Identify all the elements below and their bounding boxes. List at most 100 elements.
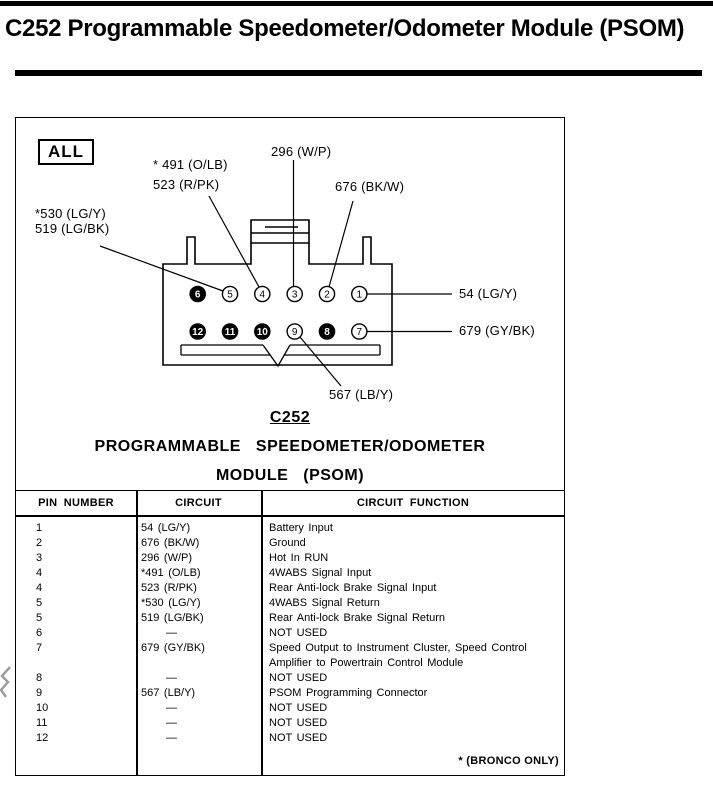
connector-name: C252 xyxy=(15,409,565,427)
table-row: 8 — NOT USED xyxy=(16,671,565,686)
wire-label-519: 519 (LG/BK) xyxy=(35,221,110,236)
pin-1-number: 1 xyxy=(357,290,363,301)
column-divider-2 xyxy=(261,491,263,775)
cell-circuit-function: 4WABS Signal Return xyxy=(269,597,380,609)
cell-pin-number: 11 xyxy=(36,717,48,729)
cell-circuit-function: NOT USED xyxy=(269,702,328,714)
cell-pin-number: 4 xyxy=(36,582,43,594)
cell-circuit: — xyxy=(166,732,177,744)
pin-11-circle xyxy=(221,323,239,340)
cell-circuit: — xyxy=(166,627,177,639)
pin-2-circle xyxy=(318,285,336,303)
pin-1-circle xyxy=(350,285,368,303)
table-row: 3 296 (W/P) Hot In RUN xyxy=(16,551,565,566)
cell-circuit: 54 (LG/Y) xyxy=(141,522,191,534)
all-badge: ALL xyxy=(38,139,94,165)
page-title: C252 Programmable Speedometer/Odometer M… xyxy=(5,15,685,42)
cell-circuit: *491 (O/LB) xyxy=(141,567,201,579)
cell-pin-number: 6 xyxy=(36,627,43,639)
cell-circuit-function: Rear Anti-lock Brake Signal Input xyxy=(269,582,437,594)
cell-pin-number: 4 xyxy=(36,567,43,579)
connector-outline xyxy=(162,219,393,368)
wire-label-491: * 491 (O/LB) xyxy=(153,157,228,172)
title-divider-rule xyxy=(15,70,702,76)
cell-circuit: *530 (LG/Y) xyxy=(141,597,201,609)
cell-pin-number: 5 xyxy=(36,612,43,624)
cell-circuit-function: Speed Output to Instrument Cluster, Spee… xyxy=(269,642,527,669)
cell-circuit: — xyxy=(166,672,177,684)
table-row: 4 *491 (O/LB) 4WABS Signal Input xyxy=(16,566,565,581)
wire-label-523: 523 (R/PK) xyxy=(153,177,220,192)
table-row: 1 54 (LG/Y) Battery Input xyxy=(16,521,565,536)
cell-circuit: — xyxy=(166,702,177,714)
pin-3-circle xyxy=(286,285,304,303)
pin-5-circle xyxy=(221,285,239,303)
connector-name-text: C252 xyxy=(269,409,311,426)
cell-circuit-function: Ground xyxy=(269,537,306,549)
cell-circuit: 523 (R/PK) xyxy=(141,582,197,594)
cell-circuit: 567 (LB/Y) xyxy=(141,687,196,699)
cell-circuit-function: NOT USED xyxy=(269,717,328,729)
cell-circuit-function: NOT USED xyxy=(269,672,328,684)
table-row: 5 519 (LG/BK) Rear Anti-lock Brake Signal … xyxy=(16,611,565,626)
top-black-bar xyxy=(0,1,713,6)
cell-pin-number: 12 xyxy=(36,732,49,744)
table-row: 5 *530 (LG/Y) 4WABS Signal Return xyxy=(16,596,565,611)
table-row: 2 676 (BK/W) Ground xyxy=(16,536,565,551)
wire-label-54: 54 (LG/Y) xyxy=(459,286,518,301)
cell-pin-number: 9 xyxy=(36,687,43,699)
pin-4-number: 4 xyxy=(260,290,266,301)
table-row: 12—NOT USED xyxy=(16,731,565,746)
cursor-artifact xyxy=(0,666,11,698)
cell-circuit: 296 (W/P) xyxy=(141,552,193,564)
cell-pin-number: 7 xyxy=(36,642,43,654)
cell-pin-number: 2 xyxy=(36,537,43,549)
pin-9-number: 9 xyxy=(292,327,298,338)
header-circuit: CIRCUIT xyxy=(175,497,222,509)
cell-circuit-function: Battery Input xyxy=(269,522,333,534)
table-body: 1 54 (LG/Y) Battery Input 2 676 (BK/W) Ground… xyxy=(16,517,565,746)
wire-label-530: *530 (LG/Y) xyxy=(35,206,106,221)
column-divider-1 xyxy=(136,491,138,775)
pin-8-circle xyxy=(318,323,336,340)
table-row: 6—NOT USED xyxy=(16,626,565,641)
table-row: 11 — NOT USED xyxy=(16,716,565,731)
cell-pin-number: 5 xyxy=(36,597,43,609)
pin-9-circle xyxy=(286,323,304,340)
caption-line-1: PROGRAMMABLE SPEEDOMETER/ODOMETER xyxy=(94,438,486,455)
cell-circuit-function: Hot In RUN xyxy=(269,552,329,564)
cell-pin-number: 10 xyxy=(36,702,49,714)
header-pin-number: PIN NUMBER xyxy=(38,497,114,509)
table-row: 10 — NOT USED xyxy=(16,701,565,716)
cell-circuit: — xyxy=(166,717,177,729)
cell-circuit: 519 (LG/BK) xyxy=(141,612,204,624)
pin-10-circle xyxy=(253,323,271,340)
pin-6-circle xyxy=(189,285,206,303)
pin-6-number: 6 xyxy=(195,290,201,301)
pin-12-number: 12 xyxy=(192,327,204,338)
header-circuit-function: CIRCUIT FUNCTION xyxy=(356,497,470,509)
table-header-row: PIN NUMBER CIRCUIT CIRCUIT FUNCTION xyxy=(16,491,565,517)
cell-circuit: 676 (BK/W) xyxy=(141,537,200,549)
pin-10-number: 10 xyxy=(257,327,269,338)
pin-11-number: 11 xyxy=(225,327,236,338)
cell-circuit-function: 4WABS Signal Input xyxy=(269,567,372,579)
pin-12-circle xyxy=(189,323,206,340)
cell-pin-number: 1 xyxy=(36,522,43,534)
cell-pin-number: 8 xyxy=(36,672,43,684)
pin-4-circle xyxy=(253,285,271,303)
pin-2-number: 2 xyxy=(324,290,330,301)
cell-pin-number: 3 xyxy=(36,552,43,564)
leader-lines xyxy=(99,160,452,387)
figure-border-box xyxy=(15,117,565,776)
wire-label-679: 679 (GY/BK) xyxy=(459,323,535,338)
bronco-only-footnote: * (BRONCO ONLY) xyxy=(458,755,559,767)
pin-7-circle xyxy=(350,323,368,340)
wire-label-296: 296 (W/P) xyxy=(271,144,332,159)
wire-label-567: 567 (LB/Y) xyxy=(329,387,394,402)
cell-circuit-function: Rear Anti-lock Brake Signal Return xyxy=(269,612,445,624)
